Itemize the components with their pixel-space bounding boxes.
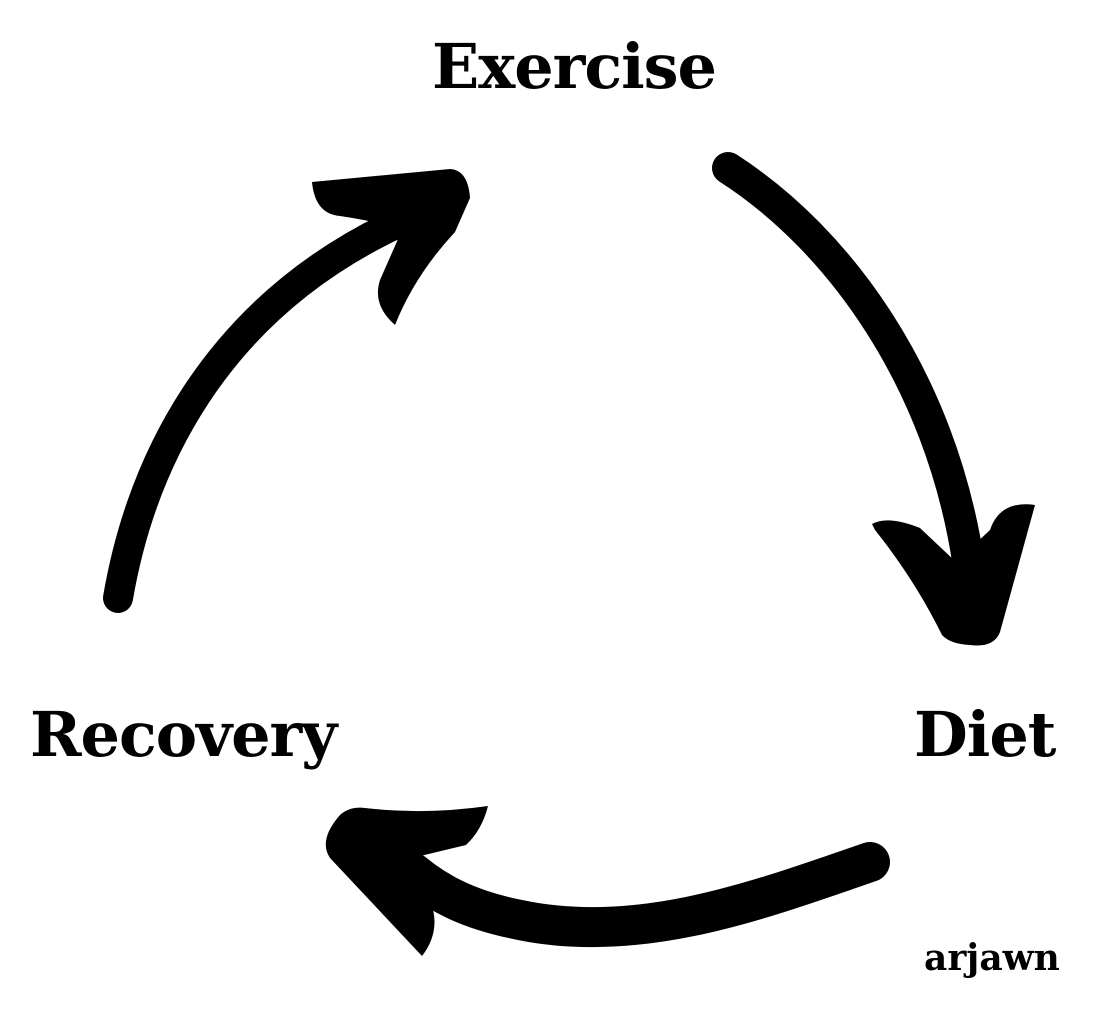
node-diet-label: Diet <box>914 698 1056 771</box>
arrow-diet-to-recovery <box>325 806 890 956</box>
arrow-recovery-to-exercise <box>103 169 470 613</box>
arrow-recovery-to-exercise-shaft <box>103 207 415 613</box>
arrow-exercise-to-diet <box>712 152 1035 646</box>
arrow-recovery-to-exercise-head <box>312 169 470 325</box>
node-recovery-label: Recovery <box>30 698 337 771</box>
node-exercise-label: Exercise <box>432 30 717 103</box>
arrow-exercise-to-diet-head <box>872 504 1035 646</box>
arrow-diet-to-recovery-shaft <box>392 842 890 948</box>
author-signature: arjawn <box>924 937 1060 979</box>
arrow-diet-to-recovery-head <box>325 806 488 956</box>
arrow-exercise-to-diet-shaft <box>712 152 984 576</box>
